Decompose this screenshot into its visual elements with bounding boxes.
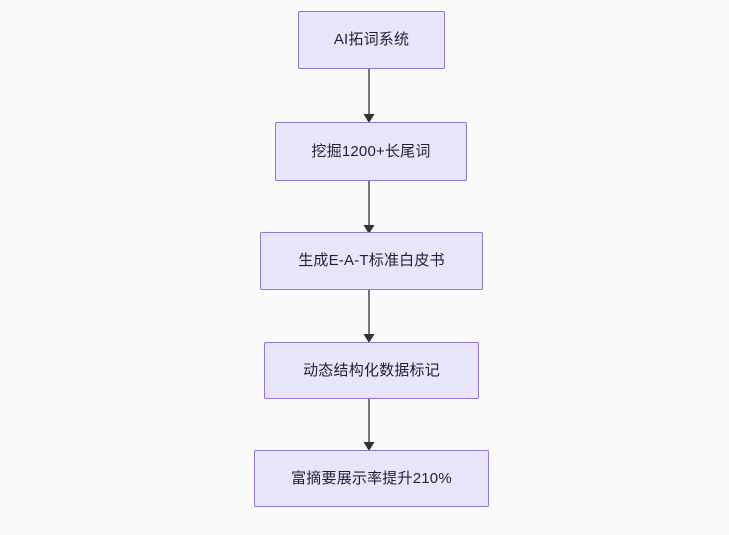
edge-n2-n3: [363, 180, 375, 234]
edge-n3-n4: [363, 289, 375, 343]
arrowhead-icon: [363, 334, 375, 343]
arrowhead-icon: [363, 225, 375, 234]
edge-n1-n2: [363, 68, 375, 123]
flow-node-rich-snippet-impression-uplift[interactable]: 富摘要展示率提升210%: [254, 450, 489, 507]
flow-node-label: 生成E-A-T标准白皮书: [298, 252, 445, 269]
flow-node-generate-eat-whitepaper[interactable]: 生成E-A-T标准白皮书: [260, 232, 483, 290]
edge-n4-n5: [363, 398, 375, 451]
arrowhead-icon: [363, 442, 375, 451]
flow-node-mine-longtail-keywords[interactable]: 挖掘1200+长尾词: [275, 122, 467, 181]
flow-node-dynamic-structured-data-markup[interactable]: 动态结构化数据标记: [264, 342, 479, 399]
arrowhead-icon: [363, 114, 375, 123]
flow-node-label: AI拓词系统: [333, 31, 410, 48]
flow-node-label: 动态结构化数据标记: [303, 361, 440, 379]
flow-node-label: 挖掘1200+长尾词: [311, 142, 431, 160]
flow-node-ai-keyword-system[interactable]: AI拓词系统: [298, 11, 445, 69]
flow-node-label: 富摘要展示率提升210%: [291, 469, 452, 487]
